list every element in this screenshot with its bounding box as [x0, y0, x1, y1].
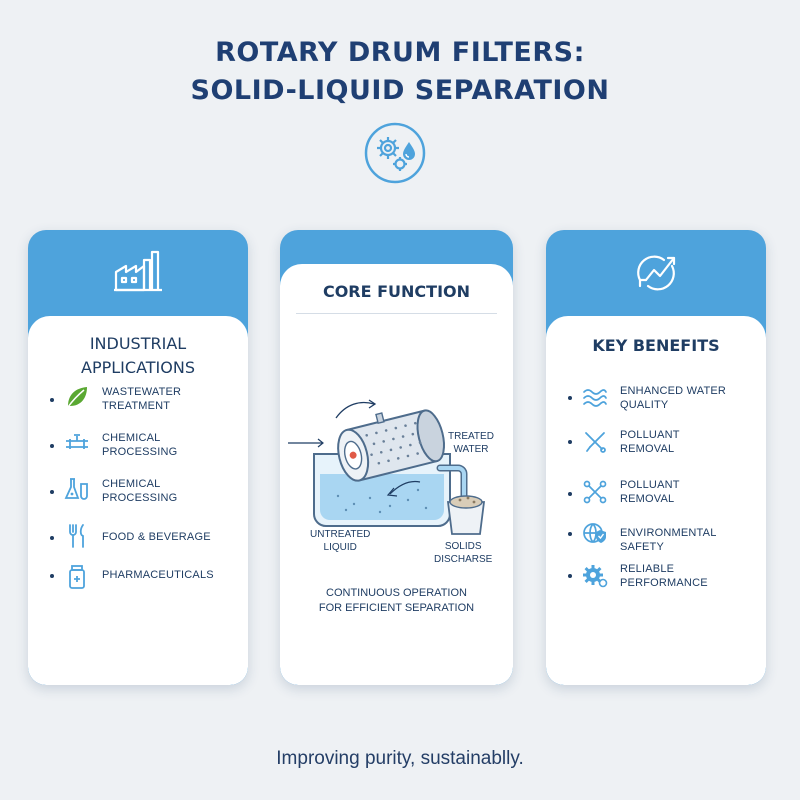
- bullet: [50, 490, 54, 494]
- waves-icon: [583, 389, 607, 407]
- gear-icon: [583, 565, 608, 588]
- item-label: ENHANCED WATER QUALITY: [620, 385, 727, 411]
- item-label: PHARMACEUTICALS: [102, 569, 214, 581]
- bullet: [568, 440, 572, 444]
- item-label: CHEMICAL PROCESSING: [102, 478, 178, 504]
- untreated-liquid-label: UNTREATED LIQUID: [310, 529, 371, 553]
- bullet: [568, 396, 572, 400]
- core-caption: CONTINUOUS OPERATION FOR EFFICIENT SEPAR…: [318, 587, 475, 614]
- treated-water-label: TREATED WATER: [448, 431, 494, 455]
- pipe-valve-icon: [66, 434, 88, 449]
- key-benefits-title: KEY BENEFITS: [592, 336, 720, 355]
- title-line-2: SOLID-LIQUID SEPARATION: [190, 75, 610, 106]
- recycle-arrow-icon: [637, 255, 676, 291]
- leaf-icon: [67, 387, 87, 408]
- rotary-drum-diagram: [288, 399, 486, 535]
- key-benefits-card: KEY BENEFITS ENHANCED WATER QUALITY: [546, 230, 766, 685]
- title-line-1: ROTARY DRUM FILTERS:: [215, 37, 585, 68]
- factory-icon: [114, 250, 162, 292]
- item-label: ENVIRONMENTAL SAFETY: [620, 527, 717, 553]
- bullet: [50, 398, 54, 402]
- industrial-applications-title: INDUSTRIAL APPLICATIONS: [81, 334, 195, 377]
- core-function-card: CORE FUNCTION: [280, 230, 513, 685]
- solids-discharge-label: SOLIDS DISCHARSE: [434, 541, 493, 565]
- bullet: [568, 492, 572, 496]
- crossed-tools-icon: [585, 432, 606, 453]
- molecule-icon: [583, 480, 607, 504]
- item-label: POLLUANT REMOVAL: [620, 429, 680, 455]
- bullet: [568, 574, 572, 578]
- bullet: [50, 574, 54, 578]
- gears-water-drop-icon: [364, 122, 426, 184]
- flask-icon: [64, 478, 88, 500]
- globe-shield-icon: [583, 523, 606, 543]
- divider: [296, 313, 497, 314]
- bullet: [50, 536, 54, 540]
- tagline: Improving purity, sustainablly.: [276, 748, 524, 769]
- fork-knife-icon: [69, 524, 84, 548]
- industrial-applications-card: INDUSTRIAL APPLICATIONS WASTEWATER TREAT…: [28, 230, 248, 685]
- bullet: [50, 444, 54, 448]
- item-label: RELIABLE PERFORMANCE: [620, 563, 708, 589]
- medicine-bottle-icon: [69, 565, 85, 589]
- core-function-title: CORE FUNCTION: [322, 282, 471, 301]
- item-label: CHEMICAL PROCESSING: [102, 432, 178, 458]
- item-label: WASTEWATER TREATMENT: [102, 386, 182, 412]
- page-title: ROTARY DRUM FILTERS: SOLID-LIQUID SEPARA…: [0, 34, 800, 110]
- item-label: FOOD & BEVERAGE: [102, 531, 211, 543]
- item-label: POLLUANT REMOVAL: [620, 479, 680, 505]
- bullet: [568, 532, 572, 536]
